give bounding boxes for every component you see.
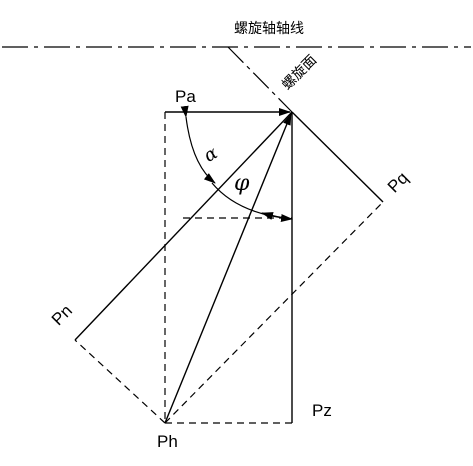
screw-axis-label: 螺旋轴轴线 [234,21,304,37]
phi-label: φ [234,171,250,196]
ph-label: Ph [157,432,178,451]
ph-vector [164,113,292,424]
pn-label: Pn [48,301,76,329]
pz-label: Pz [312,401,332,420]
phi-angle-arc [211,182,293,222]
helical-surface-line [227,46,293,113]
alpha-label: α [200,142,221,166]
pq-label: Pq [384,168,412,196]
alpha-angle-arc [180,105,216,184]
pa-label: Pa [175,87,196,106]
helical-surface-label: 螺旋面 [279,52,320,93]
construction-lines [74,112,384,424]
solid-lines [74,111,384,423]
phi-arc-arrow [261,212,293,220]
